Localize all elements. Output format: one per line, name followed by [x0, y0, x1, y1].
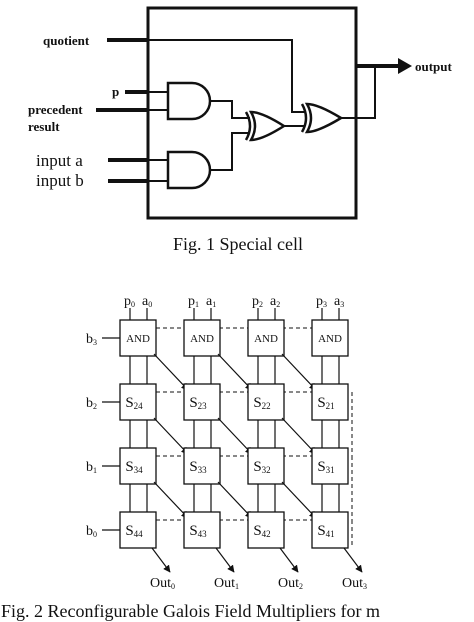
xor-gate-1 — [244, 110, 287, 142]
array-cell — [119, 319, 157, 357]
diagonal-arrow — [281, 353, 317, 391]
special-cell-label: S21 — [317, 395, 334, 411]
array-cell — [247, 383, 285, 421]
and-gate-bottom — [166, 150, 212, 190]
output-label: Out1 — [214, 576, 239, 591]
special-cell-figure: quotient p precedent result input a inpu… — [28, 6, 453, 254]
and-gate-top — [166, 81, 212, 121]
output-label: Out2 — [278, 576, 303, 591]
array-cell — [311, 319, 349, 357]
special-cell-box — [146, 6, 358, 220]
output-arrow — [279, 547, 299, 573]
internal-wiring — [148, 39, 376, 182]
column-p-label: p0 — [124, 294, 135, 309]
array-cell — [119, 447, 157, 485]
output-label: Out3 — [342, 576, 367, 591]
output-label: Out0 — [150, 576, 175, 591]
column-a-label: a1 — [206, 294, 216, 309]
special-cell-label: S42 — [253, 523, 270, 539]
output-arrow-icon — [398, 58, 412, 74]
column-a-label: a0 — [142, 294, 152, 309]
output-label: output — [415, 59, 453, 74]
diagonal-arrow — [281, 417, 317, 455]
array-cell — [311, 383, 349, 421]
quotient-label: quotient — [43, 33, 90, 48]
array-cell — [183, 447, 221, 485]
precedent-label: precedent — [28, 102, 83, 117]
array-cell — [247, 319, 285, 357]
special-cell-label: S41 — [317, 523, 334, 539]
xor-gate-2 — [300, 102, 344, 134]
diagonal-arrow — [153, 417, 189, 455]
column-p-label: p1 — [188, 294, 199, 309]
row-b-label: b2 — [86, 396, 97, 411]
and-cell-label: AND — [126, 333, 150, 345]
special-cell-label: S31 — [317, 459, 334, 475]
special-cell-label: S23 — [189, 395, 207, 411]
p-label: p — [112, 84, 119, 99]
input-a-label: input a — [36, 151, 83, 170]
and-cell-label: AND — [318, 333, 342, 345]
column-p-label: p2 — [252, 294, 263, 309]
result-label: result — [28, 119, 60, 134]
row-b-label: b1 — [86, 460, 97, 475]
output-arrow — [343, 547, 363, 573]
input-b-label: input b — [36, 171, 84, 190]
special-cell-label: S43 — [189, 523, 207, 539]
diagonal-arrow — [217, 353, 253, 391]
array-cell — [247, 447, 285, 485]
array-cell — [311, 511, 349, 549]
array-cell — [183, 319, 221, 357]
multiplier-array-figure: p0 a0 p1 a1 p2 a2 p3 a3 b3 AND AND AND AND b2 S24 S23 S2… — [86, 294, 367, 591]
row-b-label: b0 — [86, 524, 97, 539]
special-cell-label: S33 — [189, 459, 207, 475]
fig2-caption: Fig. 2 Reconfigurable Galois Field Multi… — [1, 601, 380, 621]
array-cell — [183, 383, 221, 421]
output-arrow — [215, 547, 235, 573]
diagonal-arrow — [153, 353, 189, 391]
diagonal-arrow — [217, 417, 253, 455]
fig1-caption: Fig. 1 Special cell — [173, 234, 303, 254]
row-b-label: b3 — [86, 332, 97, 347]
output-arrow — [151, 547, 171, 573]
diagonal-arrow — [281, 481, 317, 519]
and-cell-label: AND — [254, 333, 278, 345]
array-cell — [119, 383, 157, 421]
array-cell — [183, 511, 221, 549]
diagonal-arrow — [153, 481, 189, 519]
special-cell-label: S32 — [253, 459, 270, 475]
and-cell-label: AND — [190, 333, 214, 345]
special-cell-label: S34 — [125, 459, 143, 475]
array-cell — [311, 447, 349, 485]
special-cell-label: S44 — [125, 523, 143, 539]
diagonal-arrow — [217, 481, 253, 519]
column-a-label: a3 — [334, 294, 344, 309]
column-a-label: a2 — [270, 294, 280, 309]
special-cell-label: S22 — [253, 395, 270, 411]
column-p-label: p3 — [316, 294, 327, 309]
special-cell-label: S24 — [125, 395, 143, 411]
array-cell — [247, 511, 285, 549]
array-cell — [119, 511, 157, 549]
